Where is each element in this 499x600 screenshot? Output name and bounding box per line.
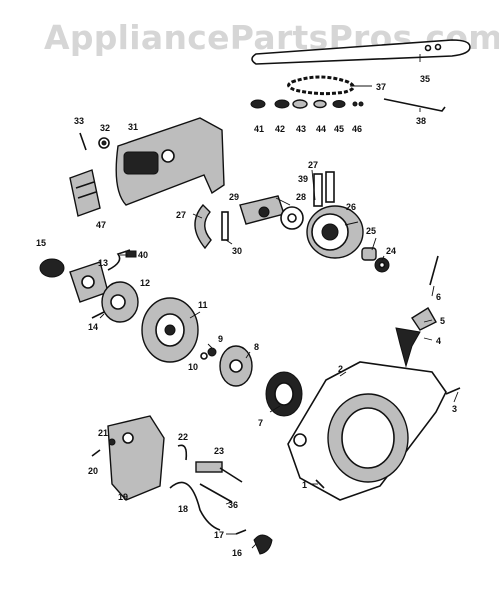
fuel-line[interactable]	[169, 481, 221, 531]
guide-bar[interactable]	[251, 39, 471, 65]
chain-link-parts[interactable]	[250, 99, 364, 109]
callout-39: 39	[298, 174, 308, 184]
callout-38: 38	[416, 116, 426, 126]
callout-19: 19	[118, 492, 128, 502]
clutch-shoe[interactable]	[194, 203, 212, 250]
flywheel[interactable]	[141, 297, 199, 363]
callout-1: 1	[302, 480, 307, 490]
housing-screw[interactable]	[445, 387, 461, 395]
needle-bearing[interactable]	[361, 247, 377, 261]
callout-7: 7	[258, 418, 263, 428]
starter-housing[interactable]	[287, 361, 447, 501]
callout-27-lower: 27	[176, 210, 186, 220]
callout-21: 21	[98, 428, 108, 438]
callout-32: 32	[100, 123, 110, 133]
drum-washer[interactable]	[374, 257, 390, 273]
carburetor-screw[interactable]	[91, 438, 116, 457]
filter-screw[interactable]	[235, 529, 247, 535]
sprocket-cover[interactable]	[115, 117, 225, 206]
callout-8: 8	[254, 342, 259, 352]
callout-45: 45	[334, 124, 344, 134]
callout-44: 44	[316, 124, 326, 134]
callout-41: 41	[254, 124, 264, 134]
callout-5: 5	[440, 316, 445, 326]
callout-12: 12	[140, 278, 150, 288]
ignition-coil[interactable]	[39, 258, 109, 303]
callout-25: 25	[366, 226, 376, 236]
callout-46: 46	[352, 124, 362, 134]
callout-14: 14	[88, 322, 98, 332]
callout-13: 13	[98, 258, 108, 268]
callout-37: 37	[376, 82, 386, 92]
callout-6: 6	[436, 292, 441, 302]
flywheel-key[interactable]	[91, 311, 105, 319]
callout-29: 29	[229, 192, 239, 202]
leader-lines	[99, 54, 459, 549]
callout-3: 3	[452, 404, 457, 414]
callout-40: 40	[138, 250, 148, 260]
callout-31: 31	[128, 122, 138, 132]
cover-nut[interactable]	[98, 137, 110, 149]
callout-30: 30	[232, 246, 242, 256]
flywheel-nut[interactable]	[200, 347, 217, 360]
starter-handle[interactable]	[395, 327, 421, 368]
throttle-link[interactable]	[177, 444, 243, 483]
callout-23: 23	[214, 446, 224, 456]
clutch-spring[interactable]	[313, 171, 335, 207]
callout-18: 18	[178, 504, 188, 514]
callout-24: 24	[386, 246, 396, 256]
rewind-spring[interactable]	[265, 371, 303, 417]
magneto-rotor[interactable]	[101, 281, 139, 323]
callout-labels: 35 37 38 41 42 43 44 45 46 33 32 31 47 2…	[36, 74, 457, 558]
clutch-drum[interactable]	[306, 205, 364, 259]
callout-43: 43	[296, 124, 306, 134]
callout-2: 2	[338, 364, 343, 374]
callout-4: 4	[436, 336, 441, 346]
callout-35: 35	[420, 74, 430, 84]
chain-guard-plate[interactable]	[69, 169, 101, 217]
callout-15: 15	[36, 238, 46, 248]
callout-42: 42	[275, 124, 285, 134]
starter-pulley[interactable]	[219, 345, 253, 387]
clutch-hub[interactable]	[239, 195, 285, 225]
callout-20: 20	[88, 466, 98, 476]
throttle-rod[interactable]	[199, 483, 233, 503]
callout-28: 28	[296, 192, 306, 202]
ignition-wire[interactable]	[107, 249, 131, 271]
callout-16: 16	[232, 548, 242, 558]
fuel-filter[interactable]	[253, 534, 273, 555]
callout-47: 47	[96, 220, 106, 230]
cover-screw[interactable]	[79, 132, 87, 151]
hex-wrench[interactable]	[383, 98, 446, 112]
callout-10: 10	[188, 362, 198, 372]
callout-11: 11	[198, 300, 208, 310]
callout-33: 33	[74, 116, 84, 126]
housing-bolt[interactable]	[315, 479, 325, 489]
callout-17: 17	[214, 530, 224, 540]
clutch-washer[interactable]	[280, 206, 304, 230]
rope-grommet[interactable]	[411, 307, 437, 331]
starter-rope-guide[interactable]	[429, 255, 439, 286]
callout-22: 22	[178, 432, 188, 442]
spark-plug-lead[interactable]	[125, 250, 137, 258]
carburetor-housing[interactable]	[107, 415, 165, 501]
callout-26: 26	[346, 202, 356, 212]
callout-9: 9	[218, 334, 223, 344]
callout-36: 36	[228, 500, 238, 510]
saw-chain[interactable]	[287, 75, 355, 96]
callout-27-upper: 27	[308, 160, 318, 170]
clutch-pin[interactable]	[221, 211, 229, 241]
